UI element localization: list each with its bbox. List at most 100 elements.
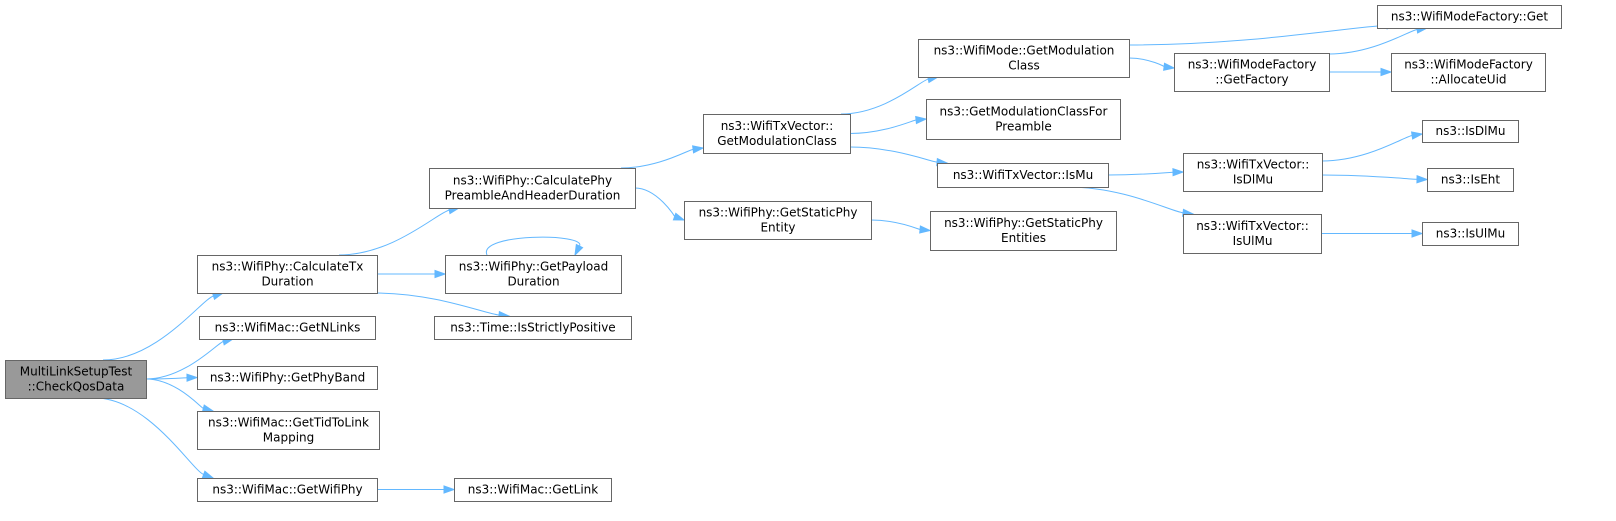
edge-arrowhead <box>692 145 705 154</box>
graph-node-calcPreamble[interactable]: ns3::WifiPhy::CalculatePhyPreambleAndHea… <box>429 168 636 209</box>
node-label: ns3::IsUlMu <box>1436 227 1505 241</box>
node-label: ns3::WifiMac::GetTidToLink <box>208 416 369 430</box>
node-label: ns3::WifiPhy::GetPayload <box>459 260 608 274</box>
node-label: ns3::WifiTxVector:: <box>1197 158 1310 172</box>
node-box <box>1422 222 1519 246</box>
node-label: ::GetFactory <box>1215 73 1288 87</box>
edge-calcPreamble-to-txGetModClass <box>620 145 705 169</box>
node-box <box>703 114 851 154</box>
graph-node-txIsUlMu[interactable]: ns3::WifiTxVector::IsUlMu <box>1183 214 1322 254</box>
edge-arrowhead <box>1410 131 1424 140</box>
edge-arrowhead <box>574 243 584 257</box>
edge-arrowhead <box>186 373 199 382</box>
graph-node-txIsMu[interactable]: ns3::WifiTxVector::IsMu <box>937 163 1109 188</box>
edge-arrowhead <box>915 115 928 125</box>
edge-line <box>1328 28 1418 55</box>
edge-arrowhead <box>1380 67 1393 77</box>
node-label: ns3::IsDlMu <box>1436 124 1506 138</box>
graph-node-isUlMu[interactable]: ns3::IsUlMu <box>1422 222 1519 246</box>
edge-line <box>102 295 214 361</box>
graph-node-allocateUid[interactable]: ns3::WifiModeFactory::AllocateUid <box>1391 53 1546 92</box>
node-label: MultiLinkSetupTest <box>20 365 133 379</box>
graph-node-strictlyPos[interactable]: ns3::Time::IsStrictlyPositive <box>434 316 632 340</box>
edge-line <box>634 187 676 218</box>
node-label: ns3::WifiModeFactory <box>1188 58 1317 72</box>
graph-node-getPhyBand[interactable]: ns3::WifiPhy::GetPhyBand <box>197 366 378 390</box>
node-box <box>445 255 622 294</box>
node-box <box>1183 153 1323 192</box>
node-box <box>930 211 1117 251</box>
node-label: Duration <box>507 275 559 289</box>
edge-line <box>486 236 580 256</box>
node-label: ns3::WifiPhy::GetPhyBand <box>210 371 365 385</box>
edge-getStaticEntity-to-getStaticEntities <box>870 219 932 234</box>
graph-node-txGetModClass[interactable]: ns3::WifiTxVector::GetModulationClass <box>703 114 851 154</box>
node-label: Mapping <box>263 431 315 445</box>
edge-line <box>1128 57 1165 68</box>
node-box <box>1427 168 1514 192</box>
node-label: Entity <box>760 221 795 235</box>
edge-line <box>145 340 224 380</box>
graph-node-getLink[interactable]: ns3::WifiMac::GetLink <box>454 478 612 502</box>
node-label: ns3::WifiMac::GetWifiPhy <box>212 483 362 497</box>
graph-node-getWifiPhy[interactable]: ns3::WifiMac::GetWifiPhy <box>197 478 378 502</box>
graph-node-modeGetModClass[interactable]: ns3::WifiMode::GetModulationClass <box>918 39 1130 78</box>
graph-node-txIsDlMu[interactable]: ns3::WifiTxVector::IsDlMu <box>1183 153 1323 192</box>
edge-line <box>849 119 917 134</box>
edge-arrowhead <box>443 485 456 494</box>
edge-arrowhead <box>434 269 447 279</box>
node-label: PreambleAndHeaderDuration <box>445 189 621 203</box>
call-nodes: MultiLinkSetupTest::CheckQosDatans3::Wif… <box>5 5 1562 502</box>
edge-calcPreamble-to-getStaticEntity <box>634 187 686 221</box>
node-label: ns3::WifiPhy::CalculatePhy <box>453 174 612 188</box>
node-label: IsDlMu <box>1233 173 1273 187</box>
node-label: Preamble <box>995 120 1051 134</box>
edge-arrowhead <box>201 404 215 413</box>
node-box <box>1422 120 1519 143</box>
edge-txIsDlMu-to-isEht <box>1321 174 1429 184</box>
graph-node-factoryGetFactory[interactable]: ns3::WifiModeFactory::GetFactory <box>1174 53 1330 92</box>
graph-node-factoryGet[interactable]: ns3::WifiModeFactory::Get <box>1377 5 1562 29</box>
edge-line <box>94 397 204 475</box>
node-label: ns3::WifiMac::GetLink <box>468 483 598 497</box>
graph-node-getNLinks[interactable]: ns3::WifiMac::GetNLinks <box>199 316 376 340</box>
edge-getPayload-to-getPayload <box>486 236 584 257</box>
graph-node-isDlMu[interactable]: ns3::IsDlMu <box>1422 120 1519 143</box>
node-label: ns3::WifiModeFactory::Get <box>1391 10 1548 24</box>
edge-line <box>1321 174 1418 180</box>
node-box <box>1377 5 1562 29</box>
edge-arrowhead <box>1163 62 1176 71</box>
edge-arrowhead <box>1172 168 1185 177</box>
node-label: ns3::Time::IsStrictlyPositive <box>450 321 615 335</box>
node-label: ns3::WifiTxVector::IsMu <box>953 168 1093 182</box>
node-label: ns3::WifiMode::GetModulation <box>934 44 1115 58</box>
node-box <box>684 201 872 240</box>
node-label: ::AllocateUid <box>1430 73 1506 87</box>
node-label: ns3::WifiMac::GetNLinks <box>215 321 361 335</box>
node-label: ::CheckQosData <box>28 380 125 394</box>
edge-txGetModClass-to-txIsMu <box>849 146 949 167</box>
edge-line <box>870 219 921 231</box>
node-label: ns3::WifiModeFactory <box>1404 58 1533 72</box>
edge-calcTx-to-strictlyPos <box>374 292 511 320</box>
edge-root-to-getWifiPhy <box>94 397 215 479</box>
edge-line <box>145 378 204 409</box>
graph-node-isEht[interactable]: ns3::IsEht <box>1427 168 1514 192</box>
node-label: IsUlMu <box>1233 234 1273 248</box>
graph-node-root[interactable]: MultiLinkSetupTest::CheckQosData <box>5 360 147 399</box>
edge-modeGetModClass-to-factoryGet <box>1128 21 1399 46</box>
node-box <box>1391 53 1546 92</box>
node-box <box>1174 53 1330 92</box>
edge-line <box>1128 24 1388 46</box>
node-box <box>199 316 376 340</box>
edge-line <box>1107 171 1174 176</box>
node-box <box>918 39 1130 78</box>
edge-calcTx-to-getPayload <box>376 269 447 279</box>
node-label: GetModulationClass <box>717 134 837 148</box>
